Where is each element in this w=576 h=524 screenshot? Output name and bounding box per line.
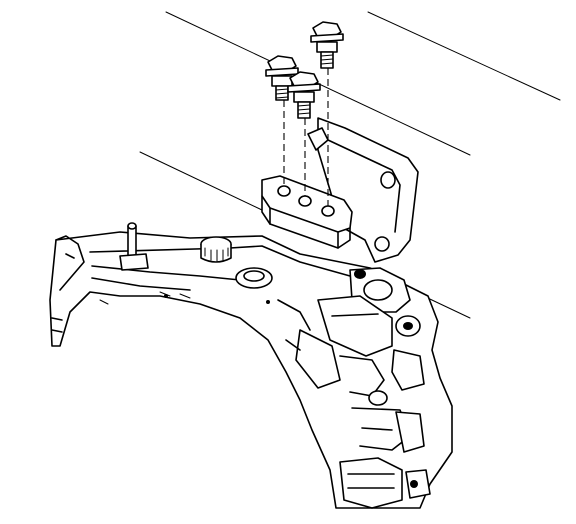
mount-bracket	[261, 117, 419, 263]
engine-block	[49, 222, 453, 509]
bolt-front	[310, 21, 344, 69]
bolt-center	[287, 71, 321, 119]
bolt-alignment-lines	[283, 68, 329, 206]
